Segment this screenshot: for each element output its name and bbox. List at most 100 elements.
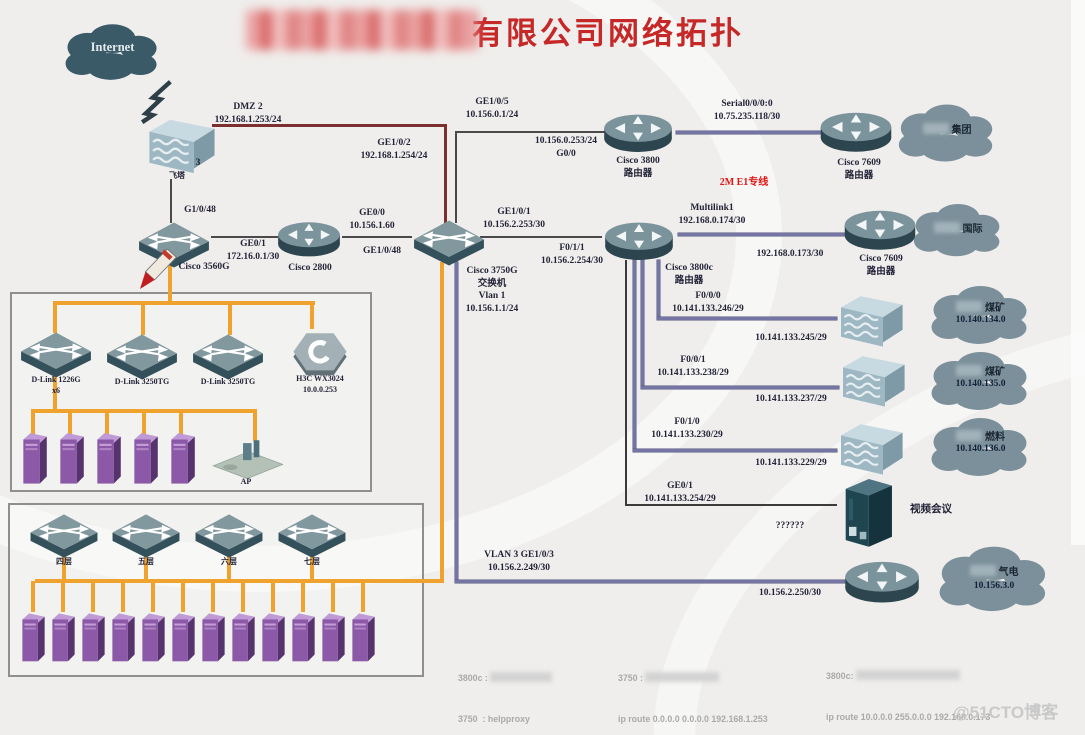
link-dmz-horizontal bbox=[212, 124, 446, 127]
server-tower-icon bbox=[56, 431, 86, 485]
redaction bbox=[922, 123, 949, 134]
link-3560-box1-orange bbox=[168, 264, 172, 304]
box2-bus bbox=[35, 579, 444, 583]
label-e1-line: 2M E1专线 bbox=[719, 177, 769, 188]
srv-drop bbox=[68, 409, 72, 435]
notes-column-1: 3800c : 3750 : helpproxy 2800 : cisco 飞塔… bbox=[458, 645, 581, 735]
pc-drop bbox=[91, 581, 95, 612]
cloud-ranliao-label: 燃料 bbox=[893, 428, 1068, 443]
label-ap: AP bbox=[240, 477, 252, 486]
pc-drop bbox=[151, 581, 155, 612]
link-ge01b-vertical bbox=[625, 260, 627, 505]
label-floor5: 五层 bbox=[138, 557, 154, 566]
redaction bbox=[933, 222, 960, 233]
notes-column-3: 3800c: ip route 10.0.0.0 255.0.0.0 192.1… bbox=[826, 670, 991, 722]
page-title: 有限公司网络拓扑 bbox=[472, 16, 744, 51]
link-vlan3-horizontal bbox=[455, 580, 850, 583]
box1-drop2 bbox=[141, 301, 145, 335]
pc-drop bbox=[181, 581, 185, 612]
link-multilink bbox=[678, 233, 846, 236]
redaction bbox=[855, 670, 960, 680]
link-firewall-3560 bbox=[170, 179, 172, 223]
ap-drop bbox=[253, 409, 257, 441]
pc-tower-icon bbox=[199, 611, 226, 663]
cloud-meikuang2-label: 煤矿 bbox=[893, 363, 1068, 378]
link-3560-2800 bbox=[211, 236, 278, 238]
pc-drop bbox=[361, 581, 365, 612]
pc-drop bbox=[271, 581, 275, 612]
link-ge01b-horizontal bbox=[625, 504, 837, 506]
label-g1048: G1/0/48 bbox=[184, 205, 216, 215]
internet-cloud-label: Internet bbox=[90, 40, 135, 54]
server-tower-icon bbox=[130, 431, 160, 485]
label-ip250: 10.156.2.250/30 bbox=[758, 588, 821, 598]
label-ge1048: GE1/0/48 bbox=[362, 246, 401, 256]
pc-tower-icon bbox=[169, 611, 196, 663]
link-3750-floorbox-orange bbox=[440, 262, 444, 583]
link-f001-horizontal bbox=[641, 386, 839, 389]
pc-drop bbox=[31, 581, 35, 612]
redaction bbox=[490, 672, 553, 682]
label-dlink2: D-Link 3250TG bbox=[114, 377, 170, 386]
pc-tower-icon bbox=[259, 611, 286, 663]
redaction bbox=[956, 430, 982, 441]
router-7609a-icon bbox=[818, 109, 894, 157]
server-tower-icon bbox=[167, 431, 197, 485]
pc-drop bbox=[211, 581, 215, 612]
label-video-conference: 视频会议 bbox=[910, 504, 952, 515]
label-dlink3: D-Link 3250TG bbox=[200, 377, 256, 386]
notes-column-2: 3750 : ip route 0.0.0.0 0.0.0.0 192.168.… bbox=[618, 672, 768, 724]
label-ip173: 192.168.0.173/30 bbox=[756, 249, 824, 259]
pc-tower-icon bbox=[349, 611, 376, 663]
switch-floor4-icon bbox=[26, 513, 102, 559]
link-f000-horizontal bbox=[657, 317, 837, 320]
box1-drop4 bbox=[310, 301, 314, 329]
link-2800-3750 bbox=[342, 236, 412, 238]
redaction bbox=[969, 565, 996, 576]
pc-tower-icon bbox=[109, 611, 136, 663]
label-ip237: 10.141.133.237/29 bbox=[755, 394, 827, 404]
server-tower-icon bbox=[19, 431, 49, 485]
label-floor7: 七层 bbox=[304, 557, 320, 566]
pc-tower-icon bbox=[289, 611, 316, 663]
switch-floor6-icon bbox=[191, 513, 267, 559]
cloud-meikuang2-ip: 10.140.135.0 bbox=[955, 379, 1006, 389]
label-floor4: 四层 bbox=[56, 557, 72, 566]
switch-dlink2-icon bbox=[103, 333, 181, 381]
switch-dlink1-icon bbox=[17, 331, 95, 379]
pc-tower-icon bbox=[319, 611, 346, 663]
server-tower-icon bbox=[93, 431, 123, 485]
pc-tower-icon bbox=[19, 611, 46, 663]
redaction bbox=[645, 672, 720, 682]
link-f010-horizontal bbox=[633, 449, 837, 452]
video-conference-server-icon bbox=[836, 474, 900, 550]
link-f000-vertical bbox=[657, 260, 660, 318]
pc-tower-icon bbox=[79, 611, 106, 663]
cloud-qidian-label: 气电 bbox=[910, 563, 1078, 578]
label-r2800: Cisco 2800 bbox=[288, 263, 332, 273]
switch-floor5-icon bbox=[108, 513, 184, 559]
pc-drop bbox=[331, 581, 335, 612]
label-ip245: 10.141.133.245/29 bbox=[755, 333, 827, 343]
cloud-qidian-ip: 10.156.3.0 bbox=[973, 581, 1015, 591]
pencil-annotation-icon bbox=[140, 247, 180, 291]
srv-drop bbox=[105, 409, 109, 435]
switch-dlink3-icon bbox=[189, 333, 267, 381]
page-edge bbox=[1071, 0, 1085, 545]
